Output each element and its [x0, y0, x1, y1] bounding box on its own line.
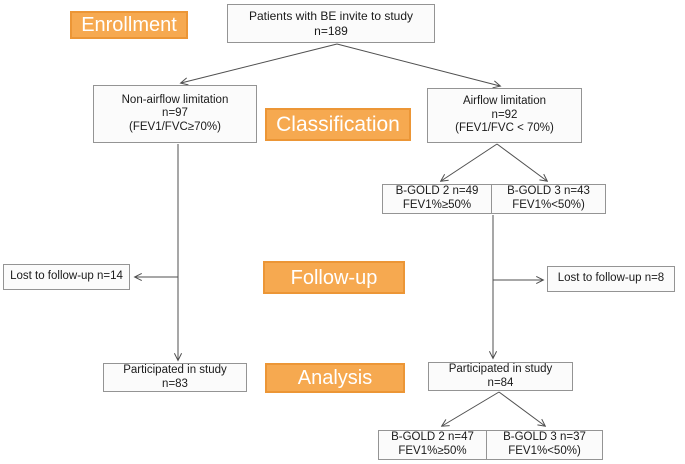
stage-label-follow-up-text: Follow-up: [290, 266, 378, 289]
node-count: n=92: [491, 108, 518, 121]
node-text-line: Participated in study: [448, 362, 553, 375]
node-text-line: Lost to follow-up n=14: [10, 270, 123, 283]
node-bgold3-classification: B-GOLD 3 n=43 FEV1%<50%): [491, 184, 606, 214]
node-criteria: FEV1%≥50%: [402, 199, 472, 211]
arrow-invited-to-non-airflow: [181, 43, 338, 83]
stage-label-classification-text: Classification: [276, 113, 400, 136]
stage-label-analysis: Analysis: [265, 363, 405, 393]
node-lost-to-follow-up-left: Lost to follow-up n=14: [3, 264, 130, 290]
node-text-line: Non-airflow limitation: [121, 93, 229, 106]
arrow-invited-to-airflow: [336, 43, 500, 86]
node-count: n=97: [162, 107, 188, 120]
node-bgold2-analysis: B-GOLD 2 n=47 FEV1%≥50%: [378, 430, 487, 460]
stage-label-follow-up: Follow-up: [263, 261, 405, 294]
arrow-participated-to-bgold3: [498, 391, 545, 426]
stage-label-enrollment: Enrollment: [70, 11, 188, 39]
node-criteria: FEV1%<50%): [508, 445, 581, 457]
node-count: n=189: [314, 23, 348, 38]
node-text-line: B-GOLD 2 n=49: [395, 185, 479, 198]
node-patients-invited: Patients with BE invite to study n=189: [227, 4, 435, 43]
node-text-line: Airflow limitation: [462, 95, 547, 108]
arrow-participated-to-bgold2: [442, 391, 500, 426]
node-text-line: B-GOLD 3 n=43: [507, 185, 590, 198]
node-lost-to-follow-up-right: Lost to follow-up n=8: [547, 266, 675, 292]
node-count: n=84: [487, 376, 514, 389]
node-participated-left: Participated in study n=83: [103, 363, 247, 392]
stage-label-classification: Classification: [265, 108, 411, 141]
node-bgold2-classification: B-GOLD 2 n=49 FEV1%≥50%: [382, 184, 492, 214]
node-criteria: FEV1%<50%): [512, 199, 585, 211]
node-criteria: FEV1%≥50%: [398, 445, 467, 457]
node-airflow-limitation: Airflow limitation n=92 (FEV1/FVC < 70%): [427, 88, 582, 143]
node-bgold3-analysis: B-GOLD 3 n=37 FEV1%<50%): [486, 430, 603, 460]
node-criteria: (FEV1/FVC < 70%): [455, 122, 554, 135]
node-text-line: Patients with BE invite to study: [248, 9, 414, 24]
node-non-airflow-limitation: Non-airflow limitation n=97 (FEV1/FVC≥70…: [93, 85, 257, 143]
stage-label-analysis-text: Analysis: [297, 367, 373, 389]
node-participated-right: Participated in study n=84: [428, 362, 573, 391]
arrow-airflow-to-bgold3: [496, 143, 547, 181]
node-text-line: B-GOLD 3 n=37: [503, 431, 586, 444]
arrow-airflow-to-bgold2: [441, 143, 498, 181]
node-text-line: B-GOLD 2 n=47: [391, 431, 474, 444]
node-text-line: Participated in study: [123, 363, 227, 376]
stage-label-enrollment-text: Enrollment: [81, 14, 177, 36]
node-count: n=83: [162, 377, 188, 390]
node-criteria: (FEV1/FVC≥70%): [129, 120, 221, 133]
node-text-line: Lost to follow-up n=8: [557, 272, 665, 285]
